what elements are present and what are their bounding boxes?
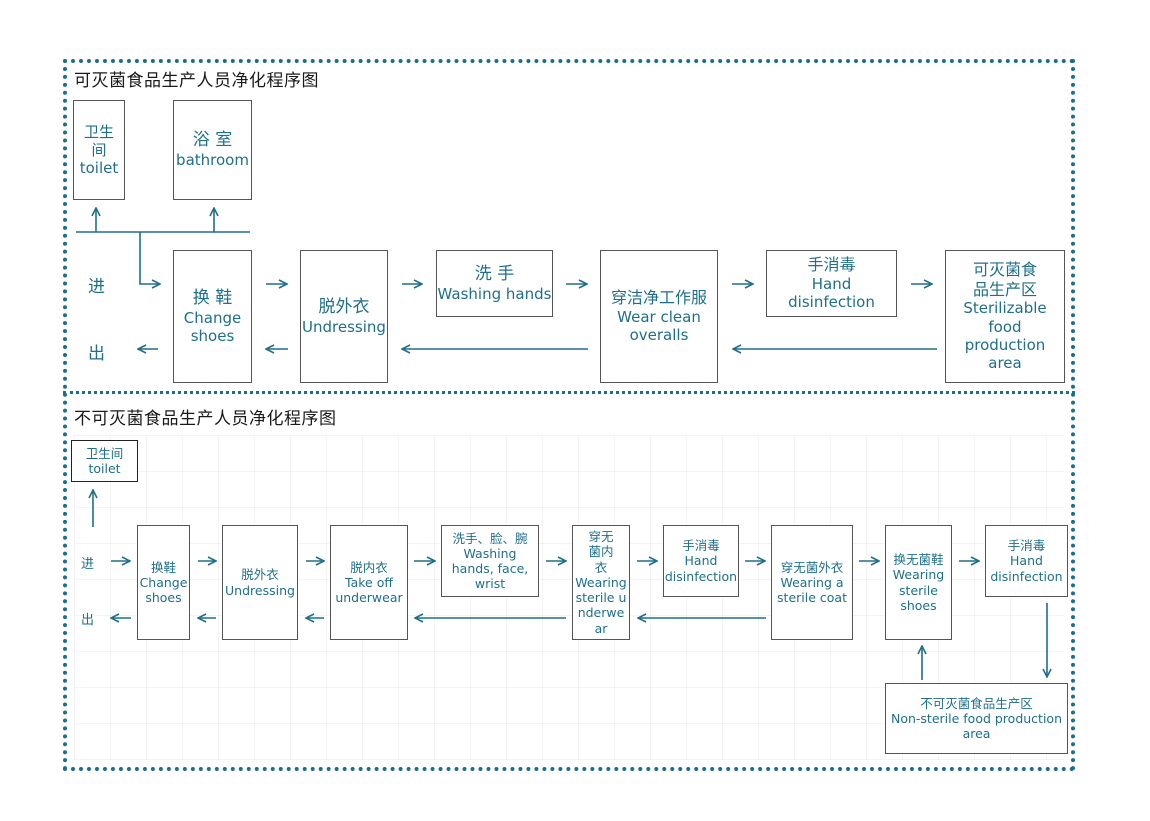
top-change-shoes-box: 换 鞋 Change shoes	[173, 250, 252, 383]
top-undressing-zh: 脱外衣	[318, 296, 370, 317]
top-bathroom-zh: 浴 室	[192, 130, 233, 151]
bottom-sterile-coat-en: Wearing a sterile coat	[777, 574, 847, 606]
section-divider	[63, 391, 1075, 394]
bottom-toilet-en: toilet	[88, 461, 121, 476]
bottom-hand-disinfection-1-zh: 手消毒	[682, 538, 720, 554]
top-washing-hands-box: 洗 手 Washing hands	[436, 250, 553, 317]
top-wear-clean-zh: 穿洁净工作服	[610, 288, 707, 308]
bottom-toilet-zh: 卫生间	[85, 445, 124, 461]
top-hand-disinfection-box: 手消毒 Hand disinfection	[766, 250, 897, 317]
top-wear-clean-en: Wear clean overalls	[617, 307, 701, 345]
bottom-take-off-underwear-en: Take off underwear	[335, 574, 403, 606]
top-bathroom-en: bathroom	[176, 151, 249, 170]
top-exit-label: 出	[88, 344, 105, 364]
top-hand-disinfection-zh: 手消毒	[807, 255, 856, 275]
top-change-shoes-zh: 换 鞋	[192, 287, 233, 308]
top-entry-label: 进	[88, 277, 105, 297]
bottom-undressing-zh: 脱外衣	[241, 567, 279, 583]
bottom-entry-label: 进	[81, 557, 95, 572]
bottom-change-shoes-en: Change shoes	[139, 574, 188, 606]
bottom-hand-disinfection-1-en: Hand disinfection	[664, 553, 738, 584]
top-wear-clean-box: 穿洁净工作服 Wear clean overalls	[600, 250, 718, 383]
bottom-washing-en: Washing hands, face, wrist	[451, 545, 529, 592]
bottom-hand-disinfection-1-box: 手消毒 Hand disinfection	[663, 525, 739, 597]
bottom-exit-label: 出	[81, 613, 95, 628]
bottom-sterile-coat-zh: 穿无菌外衣	[780, 559, 844, 575]
bottom-non-sterile-area-en: Non-sterile food production area	[890, 710, 1062, 742]
top-toilet-en: toilet	[79, 159, 119, 178]
bottom-sterile-shoes-en: Wearing sterile shoes	[892, 567, 945, 613]
top-hand-disinfection-en: Hand disinfection	[788, 274, 875, 312]
bottom-take-off-underwear-box: 脱内衣 Take off underwear	[330, 525, 408, 640]
top-toilet-box: 卫生间 toilet	[73, 100, 125, 200]
bottom-take-off-underwear-zh: 脱内衣	[350, 559, 388, 575]
bottom-hand-disinfection-2-box: 手消毒 Hand disinfection	[985, 525, 1068, 597]
bottom-sterile-shoes-box: 换无菌鞋 Wearing sterile shoes	[885, 525, 952, 640]
top-washing-hands-zh: 洗 手	[474, 263, 515, 284]
top-bathroom-box: 浴 室 bathroom	[173, 100, 252, 200]
bottom-undressing-en: Undressing	[225, 582, 295, 598]
bottom-sterile-underwear-box: 穿无菌内衣 Wearing sterile underwear	[572, 525, 630, 640]
bottom-sterile-underwear-en: Wearing sterile underwear	[575, 574, 627, 636]
bottom-hand-disinfection-2-zh: 手消毒	[1007, 538, 1046, 554]
top-change-shoes-en: Change shoes	[183, 308, 242, 345]
bottom-section-title: 不可灭菌食品生产人员净化程序图	[74, 409, 337, 429]
bottom-washing-box: 洗手、脸、腕 Washing hands, face, wrist	[441, 525, 539, 597]
bottom-non-sterile-area-zh: 不可灭菌食品生产区	[920, 695, 1033, 711]
top-undressing-en: Undressing	[302, 317, 386, 336]
bottom-change-shoes-zh: 换鞋	[150, 559, 176, 575]
top-undressing-box: 脱外衣 Undressing	[300, 250, 388, 383]
top-washing-hands-en: Washing hands	[437, 284, 552, 303]
bottom-sterile-coat-box: 穿无菌外衣 Wearing a sterile coat	[771, 525, 853, 640]
top-sterilizable-area-zh: 可灭菌食品生产区	[972, 260, 1037, 299]
bottom-change-shoes-box: 换鞋 Change shoes	[137, 525, 190, 640]
bottom-washing-zh: 洗手、脸、腕	[452, 530, 528, 546]
bottom-sterile-underwear-zh: 穿无菌内衣	[588, 529, 614, 575]
outer-dotted-frame	[63, 59, 1075, 771]
top-sterilizable-area-box: 可灭菌食品生产区 Sterilizable food production ar…	[945, 250, 1065, 383]
bottom-non-sterile-area-box: 不可灭菌食品生产区 Non-sterile food production ar…	[885, 683, 1068, 754]
bottom-toilet-box: 卫生间 toilet	[71, 440, 138, 482]
top-sterilizable-area-en: Sterilizable food production area	[963, 299, 1047, 373]
bottom-hand-disinfection-2-en: Hand disinfection	[990, 553, 1063, 584]
bottom-undressing-box: 脱外衣 Undressing	[222, 525, 298, 640]
top-section-title: 可灭菌食品生产人员净化程序图	[74, 71, 319, 91]
top-toilet-zh: 卫生间	[83, 122, 114, 159]
bottom-sterile-shoes-zh: 换无菌鞋	[893, 552, 944, 567]
